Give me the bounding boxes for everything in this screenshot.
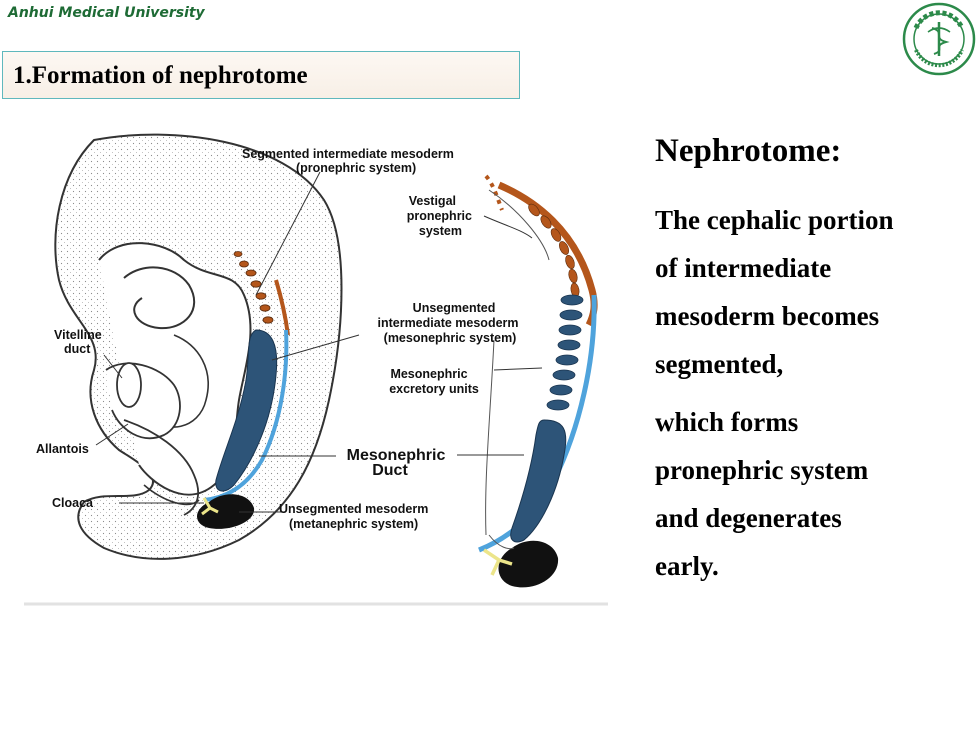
institution-name: Anhui Medical University bbox=[8, 5, 205, 21]
university-seal-icon bbox=[902, 2, 976, 76]
label-vitelline-2: duct bbox=[64, 342, 91, 356]
label-vestigial-2: pronephric bbox=[407, 209, 472, 223]
isolated-system bbox=[478, 174, 598, 588]
paragraph-gap bbox=[655, 388, 975, 398]
mesonephric-tissue-embryo bbox=[215, 329, 278, 492]
metanephric-embryo bbox=[196, 494, 255, 529]
body-line: which forms bbox=[655, 407, 799, 437]
label-segmented-1: Segmented intermediate mesoderm bbox=[242, 147, 454, 161]
pronephric-segments bbox=[233, 251, 274, 324]
vitelline-duct-opening bbox=[116, 362, 142, 408]
label-unseg-2: intermediate mesoderm bbox=[377, 316, 518, 330]
body-line: and degenerates bbox=[655, 503, 842, 533]
label-vitelline-1: Vitelline bbox=[54, 328, 102, 342]
mesonephric-duct-embryo bbox=[203, 329, 289, 502]
label-vestigial-1: Vestigal bbox=[409, 194, 456, 208]
label-duct-1: Mesonephric bbox=[347, 447, 446, 464]
label-vestigial-3: system bbox=[419, 224, 462, 238]
body-line: mesoderm becomes bbox=[655, 301, 880, 331]
label-excretory-2: excretory units bbox=[389, 382, 479, 396]
label-cloaca: Cloaca bbox=[52, 496, 94, 510]
metanephric-isolated bbox=[498, 540, 559, 588]
label-excretory-1: Mesonephric bbox=[390, 367, 467, 381]
body-line: The cephalic portion bbox=[655, 205, 894, 235]
label-segmented-2: (pronephric system) bbox=[296, 161, 416, 175]
cloaca-embryo bbox=[201, 497, 219, 516]
label-metan-2: (metanephric system) bbox=[289, 517, 418, 531]
label-allantois: Allantois bbox=[36, 442, 89, 456]
slide-title: 1.Formation of nephrotome bbox=[2, 51, 520, 99]
label-duct-2: Duct bbox=[372, 462, 408, 479]
body-line: early. bbox=[655, 551, 719, 581]
body-line: segmented, bbox=[655, 349, 784, 379]
nephrotome-figure: Segmented intermediate mesoderm (proneph… bbox=[24, 133, 608, 606]
allantois-shape bbox=[123, 419, 199, 516]
label-unseg-3: (mesonephric system) bbox=[384, 331, 517, 345]
content-body: The cephalic portion of intermediate mes… bbox=[655, 196, 975, 590]
body-line: pronephric system bbox=[655, 455, 869, 485]
neural-fold bbox=[123, 266, 196, 330]
label-metan-1: Unsegmented mesoderm bbox=[279, 502, 428, 516]
content-heading: Nephrotome: bbox=[655, 133, 842, 169]
body-line: of intermediate bbox=[655, 253, 832, 283]
label-unseg-1: Unsegmented bbox=[413, 301, 496, 315]
cloaca-isolated bbox=[483, 548, 513, 576]
